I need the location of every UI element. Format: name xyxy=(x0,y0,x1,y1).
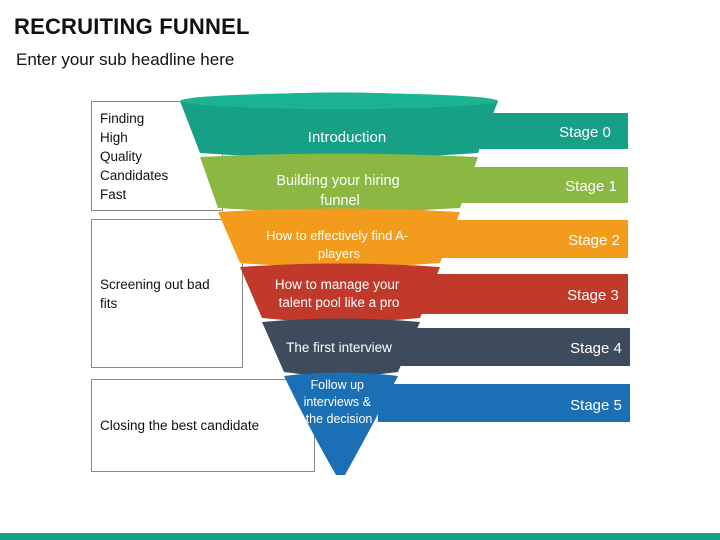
group-label-closing: Closing the best candidate xyxy=(100,418,260,433)
stage-label-5: Stage 5 xyxy=(570,397,622,414)
funnel-rim xyxy=(180,93,498,109)
funnel-label-0: Introduction xyxy=(308,129,386,146)
stage-bar-5 xyxy=(378,384,630,422)
stage-label-3: Stage 3 xyxy=(567,287,619,304)
stage-bar-1 xyxy=(455,167,628,203)
funnel-label-3: How to manage your talent pool like a pr… xyxy=(275,277,403,310)
funnel-segment-2 xyxy=(218,208,460,267)
funnel-segment-5 xyxy=(284,372,398,475)
group-box-screening: Screening out bad fits xyxy=(91,219,243,368)
group-box-finding: Finding High Quality Candidates Fast xyxy=(91,101,223,211)
group-label-screening: Screening out bad fits xyxy=(100,276,210,311)
group-label-finding: Finding High Quality Candidates Fast xyxy=(100,110,169,202)
funnel-label-4: The first interview xyxy=(286,340,392,355)
stage-label-4: Stage 4 xyxy=(570,340,622,357)
bottom-accent-bar xyxy=(0,533,720,540)
stage-bar-3 xyxy=(420,274,628,314)
stage-bar-4 xyxy=(400,328,630,366)
stage-label-0: Stage 0 xyxy=(559,124,611,141)
group-box-closing: Closing the best candidate xyxy=(91,379,315,472)
stage-bar-2 xyxy=(440,220,628,258)
funnel-label-1: Building your hiring funnel xyxy=(276,173,403,209)
stage-bar-0 xyxy=(470,113,628,149)
stage-label-1: Stage 1 xyxy=(565,178,617,195)
stage-label-2: Stage 2 xyxy=(568,232,620,249)
funnel-segment-3 xyxy=(240,263,440,322)
funnel-segment-1 xyxy=(200,153,478,212)
page-subtitle: Enter your sub headline here xyxy=(16,50,235,69)
funnel-segment-4 xyxy=(262,318,420,376)
funnel-label-2: How to effectively find A- players xyxy=(266,228,412,261)
page-title: RECRUITING FUNNEL xyxy=(14,14,250,39)
funnel-label-5: Follow up interviews & the decision xyxy=(304,378,375,426)
funnel-segment-0 xyxy=(180,92,498,158)
